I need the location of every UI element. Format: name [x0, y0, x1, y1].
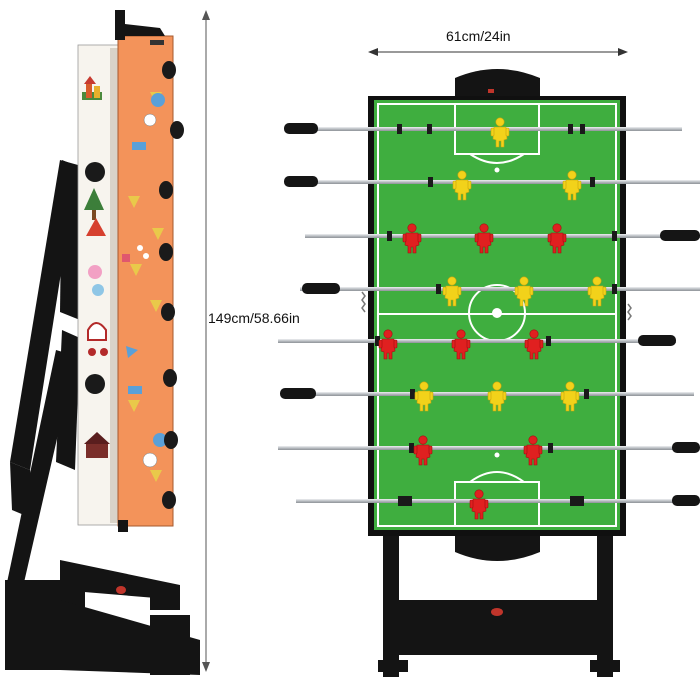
castle-decoration-icon [82, 76, 102, 100]
foosball-table-top-view [278, 69, 700, 677]
width-dimension-label: 61cm/24in [446, 28, 511, 44]
folded-top-cap [115, 10, 165, 532]
score-beads [361, 291, 632, 321]
width-dimension-arrow [368, 48, 628, 56]
tree-decoration-icon [84, 188, 106, 236]
height-dimension-label: 149cm/58.66in [208, 310, 300, 326]
cart-decoration-icon [87, 322, 108, 356]
logo-decoration-icon [88, 265, 104, 296]
stand-center-knob [491, 608, 503, 616]
stand-knob [116, 586, 126, 594]
side-rod-knobs [85, 61, 184, 509]
rod-handles [280, 123, 700, 506]
side-panel-orange [117, 35, 174, 527]
house-decoration-icon [84, 432, 110, 458]
folded-stand [5, 160, 200, 675]
folded-table-side-view [5, 10, 200, 675]
height-dimension-arrow [202, 10, 210, 672]
side-panel-white [77, 44, 119, 526]
goal-caps [455, 69, 540, 561]
